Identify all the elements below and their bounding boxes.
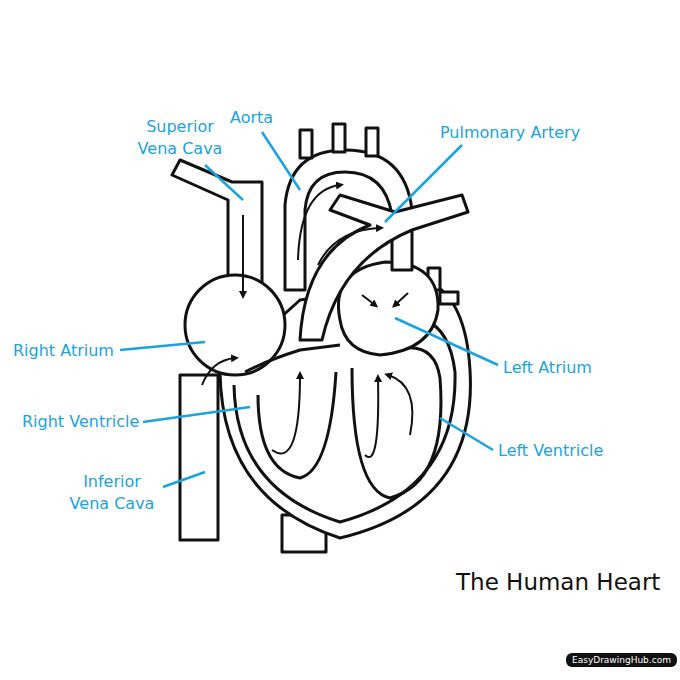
- rv-chamber: [258, 372, 336, 478]
- part-label: Left Atrium: [503, 357, 613, 379]
- valve-line: [245, 345, 340, 372]
- part-label: Pulmonary Artery: [440, 122, 610, 144]
- watermark: EasyDrawingHub.com: [566, 653, 677, 667]
- aorta-branch: [366, 128, 378, 156]
- ivc-tube: [180, 375, 218, 540]
- part-label: Left Ventricle: [498, 440, 638, 462]
- part-label: Right Ventricle: [22, 411, 152, 433]
- aorta-branch: [300, 130, 312, 158]
- pulmonary-artery-shape: [300, 195, 468, 340]
- part-label: Aorta: [230, 107, 290, 129]
- part-label: Superior Vena Cava: [136, 116, 224, 160]
- part-label: Right Atrium: [13, 340, 133, 362]
- lv-chamber: [352, 348, 441, 498]
- vein-stub: [440, 292, 458, 304]
- part-label: Inferior Vena Cava: [66, 471, 158, 515]
- aorta-branch: [333, 124, 345, 152]
- diagram-title: The Human Heart: [456, 568, 660, 596]
- leader-lines: [120, 132, 498, 487]
- left-atrium-shape: [338, 262, 438, 355]
